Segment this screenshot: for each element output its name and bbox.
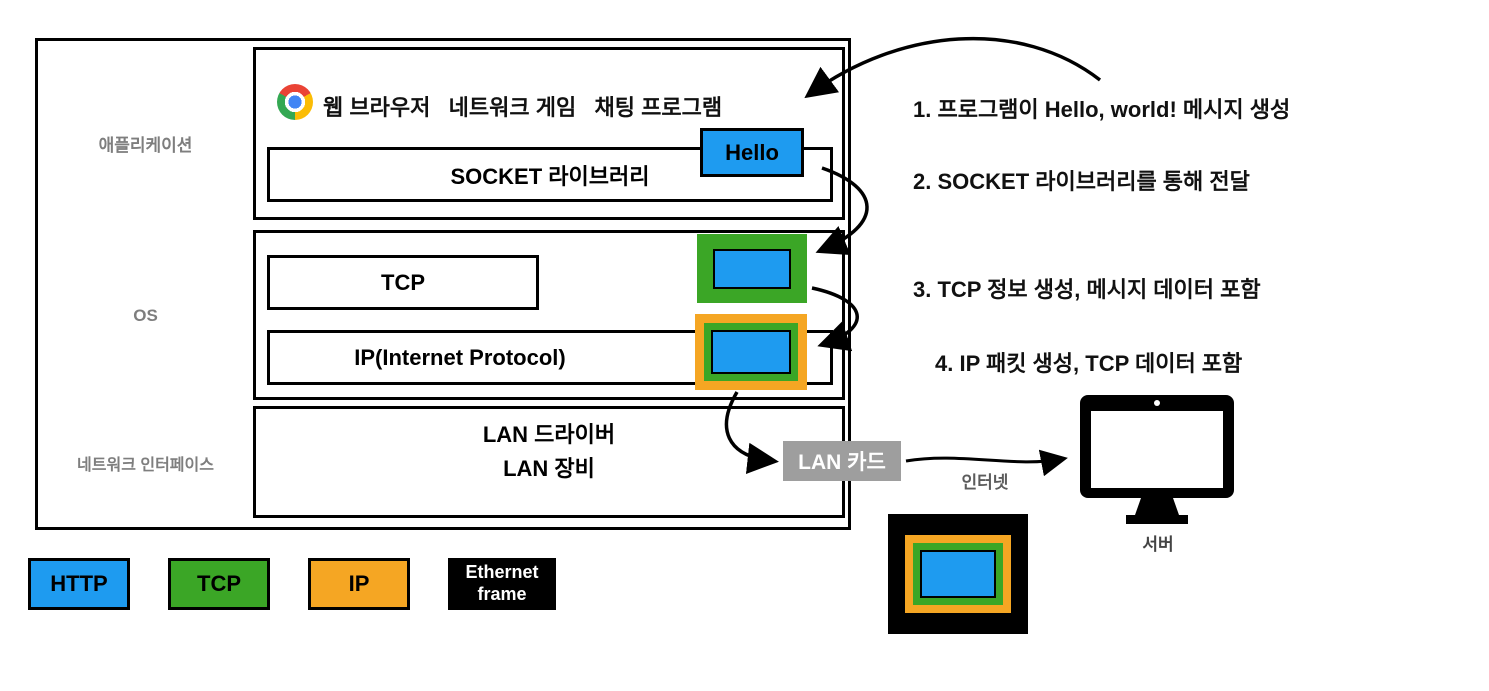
lan-driver-equipment-label: LAN 드라이버 LAN 장비 <box>253 418 845 486</box>
server-monitor-icon <box>1080 395 1234 524</box>
legend-http-label: HTTP <box>50 571 108 596</box>
annotation-step-1: 1. 프로그램이 Hello, world! 메시지 생성 <box>913 97 1291 122</box>
http-data-block <box>711 330 791 374</box>
http-data-block <box>713 248 791 289</box>
legend-ethernet-label-line1: Ethernet <box>465 562 539 583</box>
ethernet-frame-packet <box>888 514 1028 634</box>
arrow-step1-to-hello <box>804 36 1102 99</box>
ip-packet <box>695 314 807 390</box>
tcp-wrap-block <box>704 323 798 381</box>
legend-ip: IP <box>308 558 410 610</box>
annotation-step-4: 4. IP 패킷 생성, TCP 데이터 포함 <box>935 351 1243 376</box>
legend-tcp-label: TCP <box>197 571 241 596</box>
tcp-wrap-block <box>913 543 1003 605</box>
lan-driver-label: LAN 드라이버 <box>482 422 616 447</box>
layer-label-os: OS <box>133 306 158 325</box>
chrome-browser-icon <box>277 84 313 120</box>
layer-label-application: 애플리케이션 <box>98 136 193 155</box>
legend-ethernet-frame: Ethernet frame <box>448 558 556 610</box>
tcp-segment-packet <box>697 234 807 303</box>
tcp-box: TCP <box>267 255 539 310</box>
tcp-label: TCP <box>381 269 425 295</box>
application-programs-label: 웹 브라우저 네트워크 게임 채팅 프로그램 <box>323 95 723 120</box>
legend-ip-label: IP <box>348 571 370 596</box>
annotation-step-3: 3. TCP 정보 생성, 메시지 데이터 포함 <box>913 277 1261 302</box>
http-data-block <box>920 550 996 598</box>
ip-label: IP(Internet Protocol) <box>354 344 566 370</box>
lan-card-label: LAN 카드 <box>798 451 886 474</box>
internet-label: 인터넷 <box>961 473 1009 492</box>
legend-http: HTTP <box>28 558 130 610</box>
arrow-lan-card-to-server <box>905 449 1068 477</box>
hello-message-box: Hello <box>700 128 804 177</box>
legend-tcp: TCP <box>168 558 270 610</box>
server-label: 서버 <box>1142 535 1174 554</box>
hello-message-label: Hello <box>725 139 779 165</box>
lan-card-box: LAN 카드 <box>783 441 901 481</box>
layer-label-network-interface: 네트워크 인터페이스 <box>77 457 214 474</box>
lan-equipment-label: LAN 장비 <box>503 456 595 482</box>
socket-library-label: SOCKET 라이브러리 <box>450 163 650 189</box>
annotation-step-2: 2. SOCKET 라이브러리를 통해 전달 <box>913 169 1250 194</box>
ip-wrap-block <box>905 535 1011 613</box>
legend-ethernet-label-line2: frame <box>477 584 527 604</box>
